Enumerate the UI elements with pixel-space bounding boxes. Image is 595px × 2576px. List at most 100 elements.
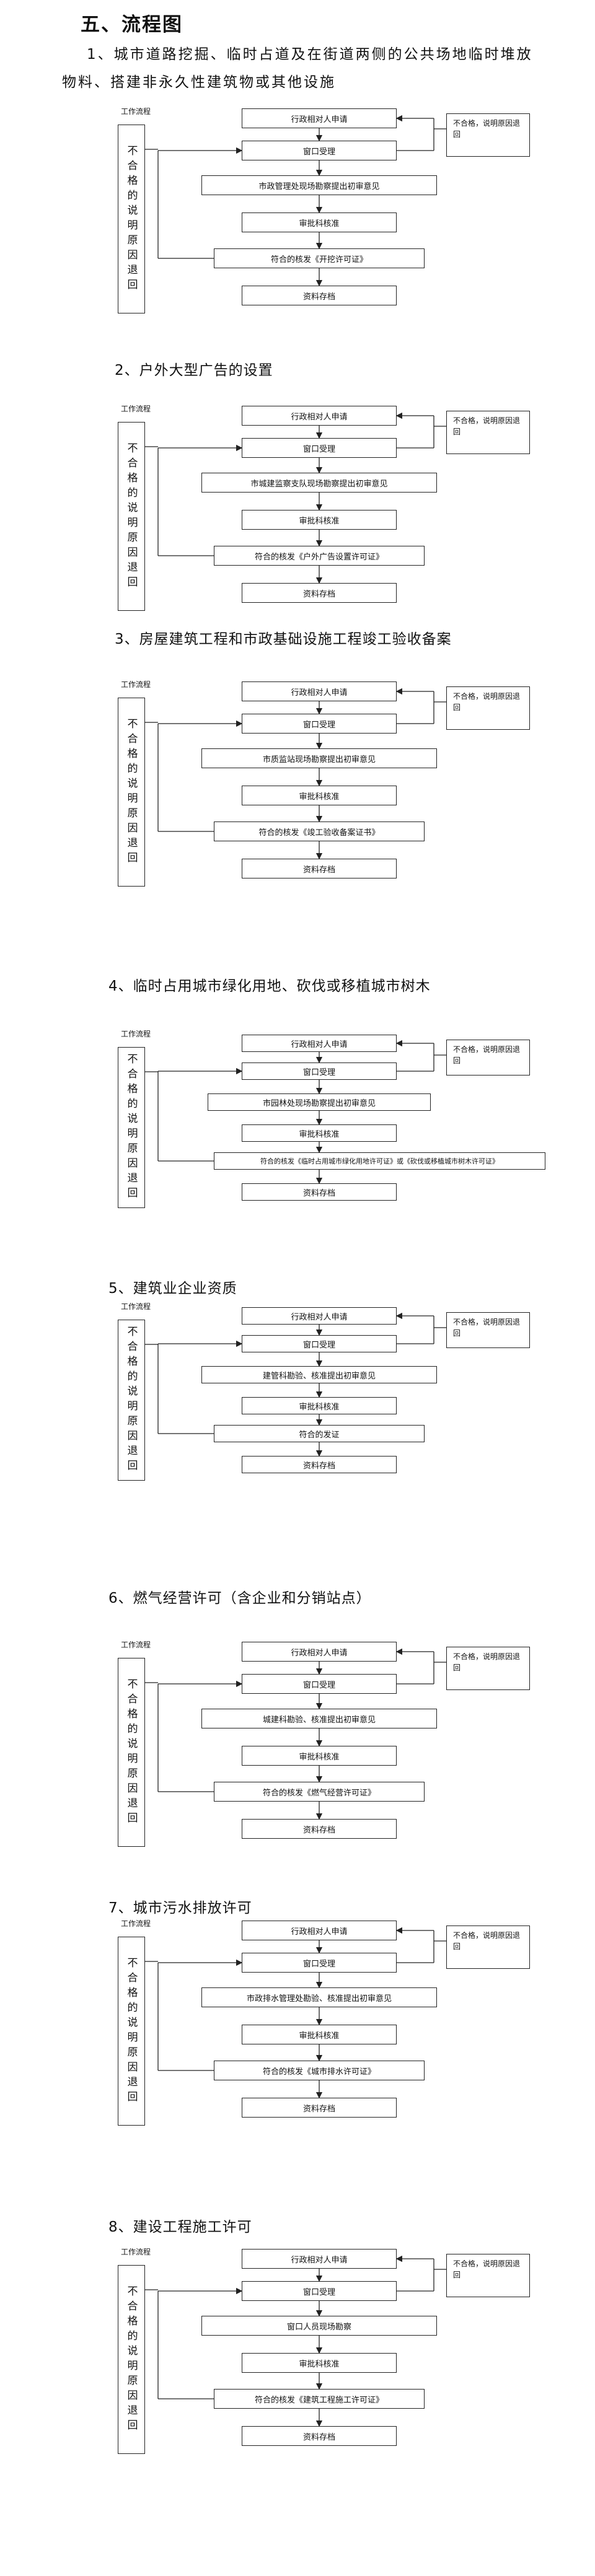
section-8-apply-box: 行政相对人申请 <box>242 2249 397 2269</box>
section-3-approve-box: 审批科核准 <box>242 786 397 805</box>
section-1-heading: 1、城市道路挖掘、临时占道及在街道两侧的公共场地临时堆放 物料、搭建非永久性建筑… <box>62 41 564 97</box>
section-5-apply-box: 行政相对人申请 <box>242 1307 397 1325</box>
section-5-workflow-label: 工作流程 <box>121 1302 151 1311</box>
section-4-issue-box: 符合的核发《临时占用城市绿化用地许可证》或《砍伐或移植城市树木许可证》 <box>214 1152 545 1170</box>
section-4-flowchart: 工作流程行政相对人申请窗口受理市园林处现场勘察提出初审意见审批科核准符合的核发《… <box>0 1028 595 1208</box>
section-1-side-note-text: 不合格的说明原因退回 <box>125 144 138 294</box>
section-1-apply-box: 行政相对人申请 <box>242 108 397 128</box>
section-1-review-box: 市政管理处现场勘察提出初审意见 <box>201 175 437 195</box>
section-7-accept-box: 窗口受理 <box>242 1953 397 1973</box>
section-3-heading: 3、房屋建筑工程和市政基础设施工程竣工验收备案 <box>115 631 452 647</box>
section-7-issue-box: 符合的核发《城市排水许可证》 <box>214 2061 425 2080</box>
section-2-approve-box: 审批科核准 <box>242 510 397 530</box>
section-7-apply-box: 行政相对人申请 <box>242 1921 397 1940</box>
section-8-connectors <box>145 2255 446 2427</box>
section-3-accept-box: 窗口受理 <box>242 714 397 734</box>
section-8-issue-box: 符合的核发《建筑工程施工许可证》 <box>214 2389 425 2409</box>
section-3-reject-note: 不合格，说明原因退回 <box>446 686 530 730</box>
section-2-connectors <box>145 412 446 584</box>
section-1-flowchart: 工作流程 行政相对人申请窗口受理市政管理处现场勘察提出初审意见审批科核准符合的核发… <box>0 102 595 313</box>
section-8-side-note-text: 不合格的说明原因退回 <box>125 2285 138 2434</box>
section-5-side-note-text: 不合格的说明原因退回 <box>125 1326 138 1474</box>
section-6-review-box: 城建科勘验、核准提出初审意见 <box>201 1709 437 1728</box>
section-1-reject-note: 不合格，说明原因退回 <box>446 113 530 157</box>
section-6-accept-box: 窗口受理 <box>242 1674 397 1694</box>
section-2-workflow-label: 工作流程 <box>121 405 151 413</box>
section-6-archive-box: 资料存档 <box>242 1819 397 1839</box>
section-5-reject-note: 不合格，说明原因退回 <box>446 1312 530 1348</box>
section-4-workflow-label: 工作流程 <box>121 1030 151 1038</box>
section-4-review-box: 市园林处现场勘察提出初审意见 <box>208 1093 431 1111</box>
section-8-reject-note: 不合格，说明原因退回 <box>446 2254 530 2297</box>
section-4-approve-box: 审批科核准 <box>242 1124 397 1142</box>
section-2-accept-box: 窗口受理 <box>242 438 397 458</box>
section-5-approve-box: 审批科核准 <box>242 1397 397 1414</box>
section-6-flowchart: 工作流程 行政相对人申请窗口受理城建科勘验、核准提出初审意见审批科核准符合的核发《… <box>0 1636 595 1847</box>
section-7-connectors <box>145 1927 446 2099</box>
section-4-archive-box: 资料存档 <box>242 1183 397 1201</box>
section-4-reject-note: 不合格，说明原因退回 <box>446 1040 530 1076</box>
section-2-issue-box: 符合的核发《户外广告设置许可证》 <box>214 546 425 566</box>
section-6-side-note: 不合格的说明原因退回 <box>118 1658 145 1847</box>
section-1-side-note: 不合格的说明原因退回 <box>118 125 145 313</box>
section-7-archive-box: 资料存档 <box>242 2098 397 2118</box>
section-1-issue-box: 符合的核发《开挖许可证》 <box>214 248 425 268</box>
section-4-side-note-text: 不合格的说明原因退回 <box>125 1053 138 1202</box>
section-3-side-note: 不合格的说明原因退回 <box>118 698 145 887</box>
section-4-side-note: 不合格的说明原因退回 <box>118 1047 145 1208</box>
section-8-archive-box: 资料存档 <box>242 2426 397 2446</box>
section-7-workflow-label: 工作流程 <box>121 1919 151 1928</box>
section-1-heading-line-2: 物料、搭建非永久性建筑物或其他设施 <box>62 74 336 90</box>
section-8-workflow-label: 工作流程 <box>121 2248 151 2256</box>
section-5-heading: 5、建筑业企业资质 <box>108 1281 237 1297</box>
section-6-approve-box: 审批科核准 <box>242 1746 397 1766</box>
section-2-reject-note: 不合格，说明原因退回 <box>446 411 530 454</box>
section-5-accept-box: 窗口受理 <box>242 1335 397 1352</box>
section-8-approve-box: 审批科核准 <box>242 2353 397 2373</box>
section-3-connectors <box>145 688 446 860</box>
section-2-flowchart: 工作流程行政相对人申请窗口受理市城建监察支队现场勘察提出初审意见审批科核准符合的… <box>0 400 595 611</box>
section-1-workflow-label: 工作流程 <box>121 107 151 116</box>
section-5-connectors <box>145 1312 446 1457</box>
section-5-flowchart: 工作流程行政相对人申请窗口受理建管科勘验、核准提出初审意见审批科核准符合的发证资… <box>0 1301 595 1481</box>
section-2-side-note: 不合格的说明原因退回 <box>118 422 145 611</box>
section-7-reject-note: 不合格，说明原因退回 <box>446 1925 530 1969</box>
section-2-side-note-text: 不合格的说明原因退回 <box>125 442 138 591</box>
page-title: 五、流程图 <box>81 14 183 36</box>
section-3-workflow-label: 工作流程 <box>121 680 151 689</box>
section-4-heading: 4、临时占用城市绿化用地、砍伐或移植城市树木 <box>108 978 431 994</box>
section-8-accept-box: 窗口受理 <box>242 2281 397 2301</box>
section-1-approve-box: 审批科核准 <box>242 212 397 232</box>
section-1-accept-box: 窗口受理 <box>242 141 397 160</box>
section-8-flowchart: 工作流程 行政相对人申请窗口受理窗口人员现场勘察审批科核准符合的核发《建筑工程施工… <box>0 2243 595 2454</box>
section-7-side-note-text: 不合格的说明原因退回 <box>125 1956 138 2106</box>
section-4-apply-box: 行政相对人申请 <box>242 1035 397 1052</box>
section-3-issue-box: 符合的核发《竣工验收备案证书》 <box>214 821 425 841</box>
section-8-side-note: 不合格的说明原因退回 <box>118 2265 145 2454</box>
section-2-apply-box: 行政相对人申请 <box>242 406 397 426</box>
section-5-side-note: 不合格的说明原因退回 <box>118 1320 145 1481</box>
section-1-archive-box: 资料存档 <box>242 286 397 305</box>
section-5-archive-box: 资料存档 <box>242 1456 397 1473</box>
section-6-apply-box: 行政相对人申请 <box>242 1642 397 1662</box>
section-8-review-box: 窗口人员现场勘察 <box>201 2316 437 2336</box>
section-6-connectors <box>145 1648 446 1820</box>
section-8-heading: 8、建设工程施工许可 <box>108 2219 252 2235</box>
section-4-accept-box: 窗口受理 <box>242 1062 397 1080</box>
section-1-heading-line-1: 1、城市道路挖掘、临时占道及在街道两侧的公共场地临时堆放 <box>87 46 533 63</box>
section-6-side-note-text: 不合格的说明原因退回 <box>125 1678 138 1827</box>
section-7-flowchart: 工作流程 行政相对人申请窗口受理市政排水管理处勘验、核准提出初审意见审批科核准符合… <box>0 1914 595 2126</box>
section-4-connectors <box>145 1040 446 1185</box>
section-3-flowchart: 工作流程行政相对人申请窗口受理市质监站现场勘察提出初审意见审批科核准符合的核发《… <box>0 675 595 887</box>
section-2-archive-box: 资料存档 <box>242 583 397 603</box>
section-3-archive-box: 资料存档 <box>242 859 397 878</box>
section-3-side-note-text: 不合格的说明原因退回 <box>125 717 138 867</box>
section-6-workflow-label: 工作流程 <box>121 1641 151 1649</box>
section-1-connectors <box>145 115 446 287</box>
section-7-approve-box: 审批科核准 <box>242 2025 397 2044</box>
section-6-reject-note: 不合格，说明原因退回 <box>446 1647 530 1690</box>
section-7-review-box: 市政排水管理处勘验、核准提出初审意见 <box>201 1987 437 2007</box>
section-6-heading: 6、燃气经营许可（含企业和分销站点） <box>108 1590 371 1606</box>
section-3-review-box: 市质监站现场勘察提出初审意见 <box>201 748 437 768</box>
section-6-issue-box: 符合的核发《燃气经营许可证》 <box>214 1782 425 1802</box>
